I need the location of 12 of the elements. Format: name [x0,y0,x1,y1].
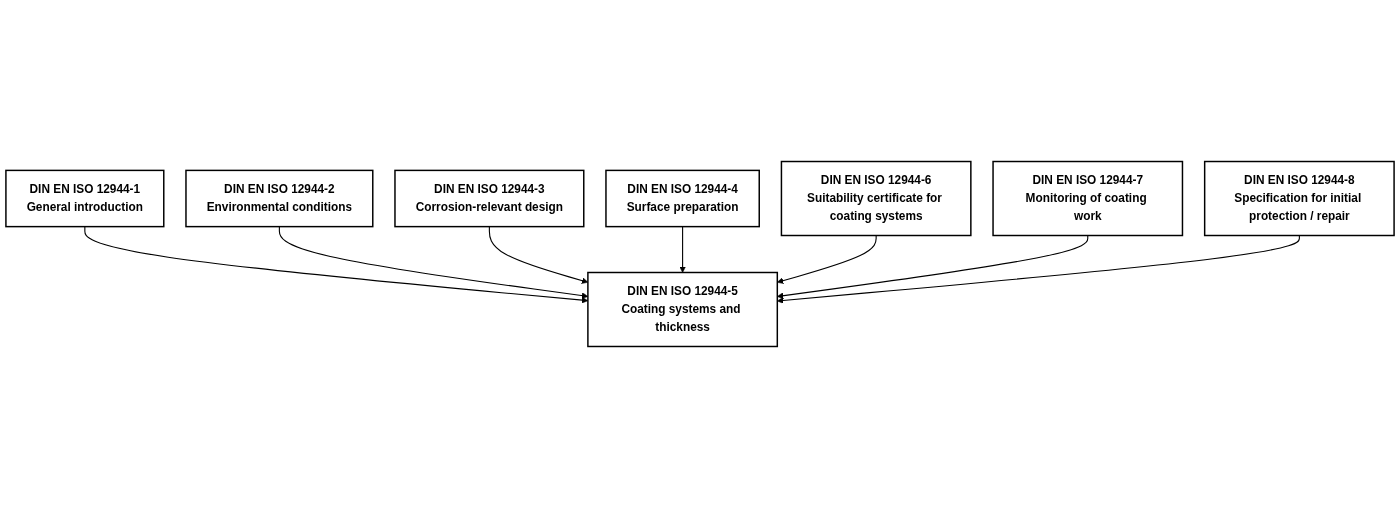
node-box: DIN EN ISO 12944-5 Coating systems and thickness [587,271,779,348]
node-box: DIN EN ISO 12944-6 Suitability certificate for coating systems [780,160,972,237]
arrow [777,234,1300,304]
node-box: DIN EN ISO 12944-1 General introduction [5,169,165,228]
node-box: DIN EN ISO 12944-8 Specification for initial protection / repair [1203,160,1395,237]
node-box: DIN EN ISO 12944-3 Corrosion-relevant design [394,169,585,228]
arrow [777,234,1089,299]
arrow [679,226,686,273]
node-box: DIN EN ISO 12944-7 Monitoring of coating work [992,160,1184,237]
node-box: DIN EN ISO 12944-2 Environmental conditions [185,169,374,228]
arrow [777,234,877,284]
node-box: DIN EN ISO 12944-4 Surface preparation [605,169,760,228]
